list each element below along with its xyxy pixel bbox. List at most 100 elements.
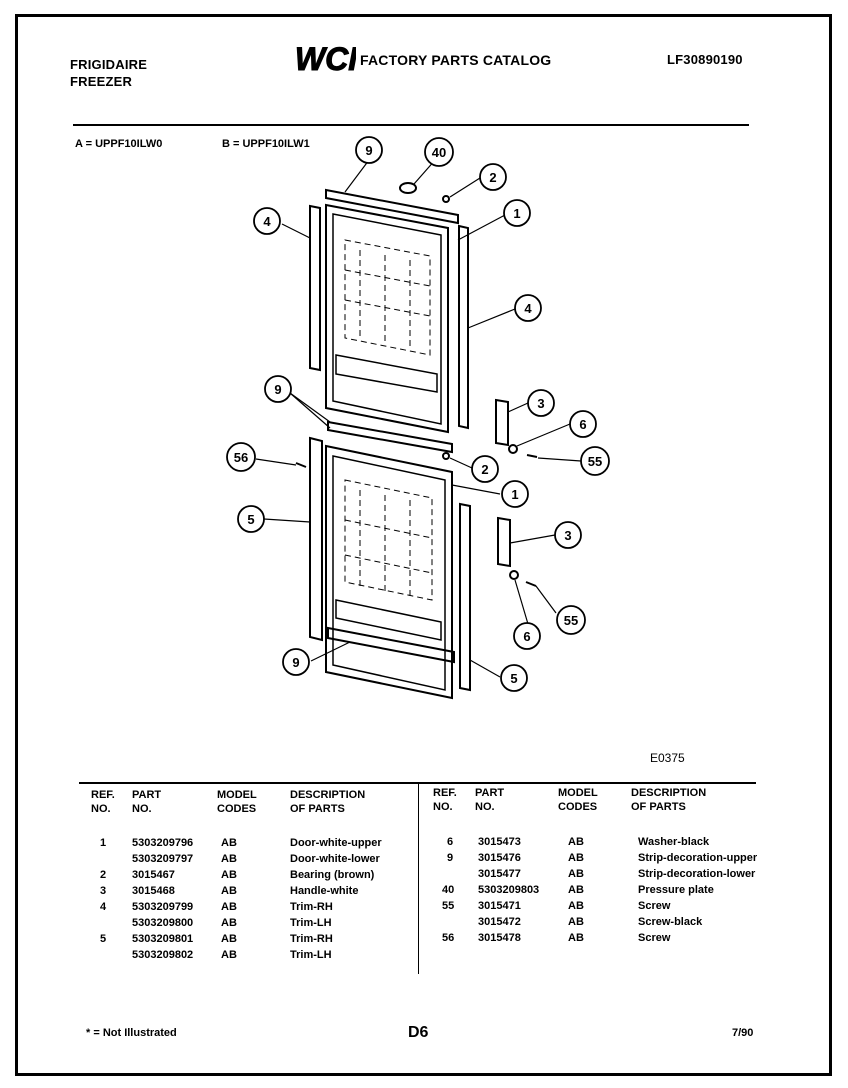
model-code: AB (568, 868, 584, 880)
lower-door (325, 444, 453, 700)
part-description: Strip-decoration-upper (638, 852, 758, 864)
part-no: 5303209802 (132, 949, 194, 961)
part-description: Screw-black (638, 916, 703, 928)
model-code: AB (221, 837, 237, 849)
part-description: Trim-LH (290, 949, 332, 961)
part-no: 3015478 (478, 932, 521, 944)
part-no: 3015472 (478, 916, 521, 928)
part-no: 5303209800 (132, 917, 194, 929)
ref-no: 3 (100, 885, 107, 897)
table-top-rule (79, 782, 756, 784)
ref-no: 55 (442, 900, 455, 912)
part-description: Washer-black (638, 836, 710, 848)
svg-text:3: 3 (537, 396, 544, 411)
page-number: D6 (408, 1024, 429, 1041)
svg-text:9: 9 (292, 655, 299, 670)
part-description: Trim-RH (290, 901, 333, 913)
model-code: AB (221, 949, 237, 961)
part-description: Door-white-lower (290, 853, 380, 865)
part-no: 5303209803 (478, 884, 540, 896)
diagram-code: E0375 (650, 751, 685, 765)
part-no: 5303209801 (132, 933, 194, 945)
ref-no: 1 (100, 837, 107, 849)
lower-right-trim (459, 502, 471, 692)
product-type: FREEZER (70, 74, 133, 89)
lower-bottom-strip (327, 626, 455, 664)
wci-logo: WCI (296, 42, 356, 74)
upper-top-strip (325, 188, 459, 225)
ref-no: 6 (447, 836, 454, 848)
model-code: AB (221, 933, 237, 945)
header-rule (73, 124, 749, 126)
model-code: AB (221, 917, 237, 929)
part-description: Pressure plate (638, 884, 714, 896)
model-code: AB (221, 885, 237, 897)
ref-no: 56 (442, 932, 455, 944)
model-a-label: A = UPPF10ILW0 (75, 138, 163, 150)
page-border (15, 14, 832, 1076)
svg-text:9: 9 (274, 382, 281, 397)
upper-right-trim (458, 224, 469, 430)
svg-text:40: 40 (432, 145, 446, 160)
ref-no: 40 (442, 884, 455, 896)
svg-text:4: 4 (263, 214, 271, 229)
svg-text:55: 55 (588, 454, 602, 469)
part-description: Bearing (brown) (290, 869, 375, 881)
svg-text:6: 6 (523, 629, 530, 644)
upper-door (325, 203, 449, 434)
part-no: 3015468 (132, 885, 175, 897)
ref-no: 5 (100, 933, 107, 945)
header-ref: REF.NO. (433, 787, 457, 813)
svg-text:WCI: WCI (296, 42, 356, 74)
model-code: AB (568, 916, 584, 928)
part-no: 5303209799 (132, 901, 194, 913)
part-description: Strip-decoration-lower (638, 868, 756, 880)
svg-text:1: 1 (513, 206, 520, 221)
svg-text:5: 5 (510, 671, 517, 686)
model-code: AB (568, 884, 584, 896)
model-b-label: B = UPPF10ILW1 (222, 138, 310, 150)
not-illustrated-note: * = Not Illustrated (86, 1027, 177, 1039)
svg-text:9: 9 (365, 143, 372, 158)
revision-date: 7/90 (732, 1027, 754, 1039)
part-no: 3015476 (478, 852, 521, 864)
catalog-number: LF30890190 (667, 52, 743, 67)
part-description: Trim-LH (290, 917, 332, 929)
ref-no: 4 (100, 901, 107, 913)
part-description: Screw (638, 900, 671, 912)
brand-name: FRIGIDAIRE (70, 57, 148, 72)
svg-text:5: 5 (247, 512, 254, 527)
part-description: Trim-RH (290, 933, 333, 945)
part-description: Door-white-upper (290, 837, 382, 849)
part-no: 3015467 (132, 869, 175, 881)
lower-handle (497, 516, 511, 568)
model-code: AB (568, 932, 584, 944)
model-code: AB (221, 853, 237, 865)
svg-text:6: 6 (579, 417, 586, 432)
model-code: AB (221, 901, 237, 913)
catalog-title: FACTORY PARTS CATALOG (360, 52, 552, 68)
model-code: AB (568, 900, 584, 912)
svg-text:56: 56 (234, 450, 248, 465)
part-no: 5303209797 (132, 853, 194, 865)
model-code: AB (568, 836, 584, 848)
upper-left-trim (309, 204, 321, 372)
ref-no: 9 (447, 852, 454, 864)
header-ref: REF.NO. (91, 789, 115, 815)
table-divider (418, 784, 419, 974)
part-description: Handle-white (290, 885, 359, 897)
svg-text:4: 4 (524, 301, 532, 316)
svg-text:2: 2 (489, 170, 496, 185)
model-code: AB (221, 869, 237, 881)
model-code: AB (568, 852, 584, 864)
part-no: 3015471 (478, 900, 521, 912)
part-no: 3015477 (478, 868, 521, 880)
part-description: Screw (638, 932, 671, 944)
svg-text:2: 2 (481, 462, 488, 477)
